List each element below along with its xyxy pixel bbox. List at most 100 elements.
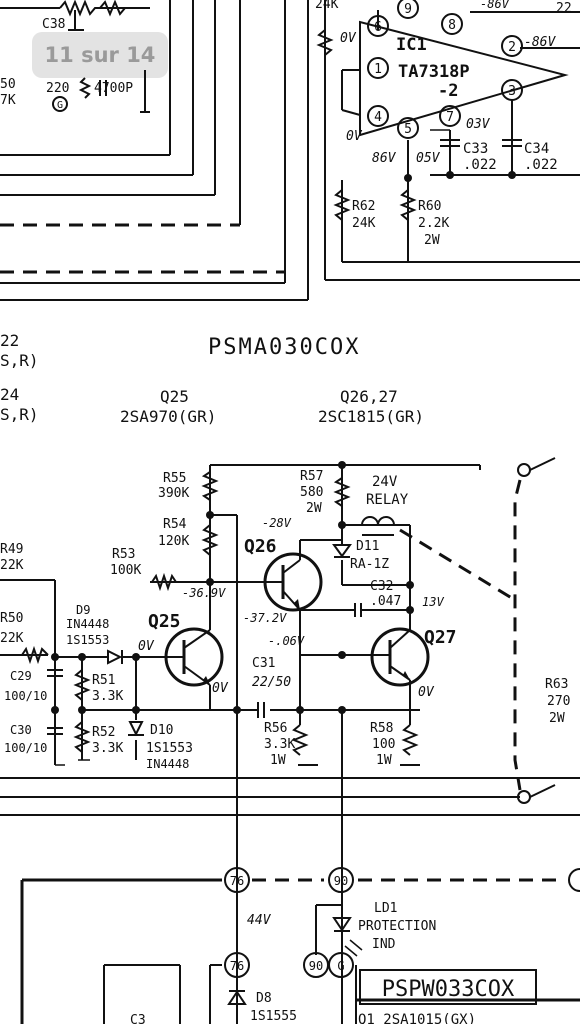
q26-label: Q26 [244, 536, 277, 557]
d8-label: D8 [256, 991, 272, 1006]
r53-value: 100K [110, 563, 141, 578]
r54-label: R54 [163, 517, 187, 532]
c29-value: 100/10 [4, 689, 47, 703]
r62-label: R62 [352, 199, 375, 214]
protection-label: PROTECTION [358, 919, 436, 934]
r58-wattage: 1W [376, 753, 392, 768]
volt-pin4: 0V [346, 129, 363, 144]
volt-n372: -37.2V [243, 611, 287, 625]
d10-label: D10 [150, 723, 173, 738]
r49-value: 22K [0, 558, 24, 573]
r56-value: 3.3K [264, 737, 295, 752]
r55-label: R55 [163, 471, 186, 486]
main-circuit-labels: R55 390K R54 120K R53 100K R57 580 2W 24… [0, 469, 570, 771]
volt-q25-emitter: 0V [212, 681, 229, 696]
pin-8-label: 8 [448, 18, 456, 33]
partial-50: 50 [0, 77, 16, 92]
volt-13: 13V [422, 595, 444, 609]
r52-value: 3.3K [92, 741, 123, 756]
volt-n369: -36.9V [182, 586, 226, 600]
conn-76-top-label: 76 [230, 874, 244, 888]
top-components [52, 0, 522, 221]
r60-value: 2.2K [418, 216, 449, 231]
r54-value: 120K [158, 534, 189, 549]
c34-label: C34 [524, 141, 549, 157]
volt-pin5: 86V [372, 151, 397, 166]
d8-part: 1S1555 [250, 1009, 297, 1024]
partial-22-right: 22 [556, 1, 572, 16]
c33-label: C33 [463, 141, 488, 157]
ld1-label: LD1 [374, 901, 397, 916]
r57-label: R57 [300, 469, 323, 484]
left-label-sr1: S,R) [0, 351, 39, 370]
conn-76-bottom-label: 76 [230, 959, 244, 973]
q27-label: Q27 [424, 627, 457, 648]
volt-n28: -28V [262, 516, 292, 530]
r56-label: R56 [264, 721, 287, 736]
c30-value: 100/10 [4, 741, 47, 755]
volt-q25-base: 0V [138, 639, 155, 654]
r55-value: 390K [158, 486, 189, 501]
cap-220: 220 [46, 81, 69, 96]
r52-label: R52 [92, 725, 115, 740]
r57-wattage: 2W [306, 501, 322, 516]
d11-part: RA-1Z [350, 557, 389, 572]
pin-4-label: 4 [374, 110, 382, 125]
d9-label: D9 [76, 603, 90, 617]
volt-top-right: -86V [480, 0, 510, 11]
c31-label: C31 [252, 656, 275, 671]
c29-label: C29 [10, 669, 32, 683]
relay-voltage: 24V [372, 474, 398, 490]
r63-wattage: 2W [549, 711, 565, 726]
conn-90-top-label: 90 [334, 874, 348, 888]
c32-value: .047 [370, 594, 401, 609]
volt-pin7: 03V [466, 117, 491, 132]
volt-n06: -.06V [268, 634, 305, 648]
d10-part2: IN4448 [146, 757, 189, 771]
pin-2-label: 2 [508, 40, 516, 55]
d11-label: D11 [356, 539, 379, 554]
r51-label: R51 [92, 673, 115, 688]
bottom-labels: 44V LD1 PROTECTION IND D8 1S1555 C3 PSPW… [130, 901, 515, 1024]
left-label-22: 22 [0, 331, 19, 350]
partial-7k: 7K [0, 93, 16, 108]
left-label-sr2: S,R) [0, 405, 39, 424]
d9-part1: IN4448 [66, 617, 109, 631]
r62-value: 24K [352, 216, 376, 231]
top-labels: IC1 TA7318P -2 -86V 0V -86V 0V 86V 05V 0… [0, 0, 572, 248]
r58-value: 100 [372, 737, 395, 752]
r60-wattage: 2W [424, 233, 440, 248]
volt-44: 44V [247, 913, 272, 928]
page-indicator: 11 sur 14 [32, 32, 168, 78]
r60-label: R60 [418, 199, 441, 214]
q-bottom-label: Q1 2SA1015(GX) [358, 1012, 476, 1024]
cap-4700p: 4700P [94, 81, 133, 96]
board-title: PSMA030COX [208, 335, 360, 360]
c32-label: C32 [370, 579, 393, 594]
r63-value: 270 [547, 694, 570, 709]
q25-heading: Q25 [160, 387, 189, 406]
ic1-part: TA7318P [398, 62, 470, 82]
pin-3-label: 3 [508, 84, 516, 99]
q25-part: 2SA970(GR) [120, 407, 216, 426]
pin-7-label: 7 [446, 110, 454, 125]
c33-value: .022 [463, 157, 497, 173]
ic1-name: IC1 [396, 35, 427, 55]
r50-label: R50 [0, 611, 23, 626]
relay-label: RELAY [366, 492, 409, 508]
c30-label: C30 [10, 723, 32, 737]
r63-label: R63 [545, 677, 568, 692]
d10-part1: 1S1553 [146, 741, 193, 756]
d9-part2: 1S1553 [66, 633, 109, 647]
r49-label: R49 [0, 542, 23, 557]
r57-value: 580 [300, 485, 323, 500]
volt-pin2: -86V [524, 35, 556, 50]
pin-6-label: 6 [374, 20, 382, 35]
pin-9-label: 9 [404, 2, 412, 17]
partial-24k: 24K [315, 0, 339, 12]
c31-value: 22/50 [252, 675, 291, 690]
volt-q27-emitter: 0V [418, 685, 435, 700]
ground-symbol-label: G [57, 100, 63, 111]
left-label-24: 24 [0, 385, 19, 404]
ind-label: IND [372, 937, 396, 952]
